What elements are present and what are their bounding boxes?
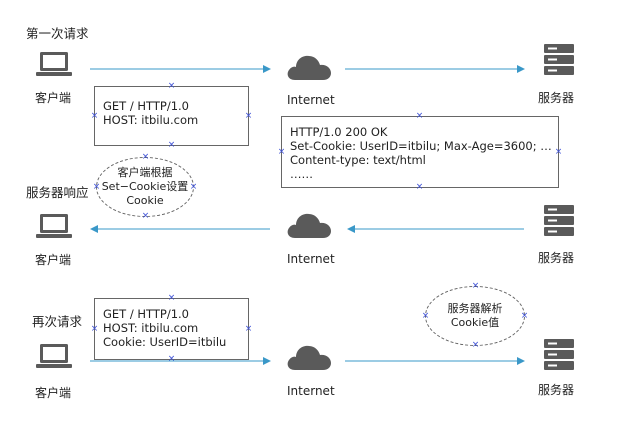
server-note-line: 服务器解析 [447,302,503,315]
response-line: Content-type: text/html [290,153,426,167]
server-label: 服务器 [538,383,575,397]
request-line: HOST: itbilu.com [103,321,199,335]
request-line: GET / HTTP/1.0 [103,307,189,321]
selection-handle: × [167,293,176,303]
request-box-3: GET / HTTP/1.0 HOST: itbilu.com Cookie: … [94,298,249,360]
response-line: Set-Cookie: UserID=itbilu; Max-Age=3600;… [290,139,552,153]
selection-handle: × [471,281,480,291]
selection-handle: × [141,152,150,162]
request-box-1: GET / HTTP/1.0 HOST: itbilu.com [94,86,249,146]
server-note-oval: 服务器解析 Cookie值 [425,286,525,346]
selection-handle: × [277,147,286,157]
internet-label: Internet [287,252,335,266]
client-note-line: Set−Cookie设置 [101,180,189,193]
selection-handle: × [244,111,253,121]
section3-title: 再次请求 [32,314,83,329]
selection-handle: × [415,182,424,192]
server-icon [544,205,574,236]
laptop-icon [36,52,72,76]
selection-handle: × [415,111,424,121]
server-note-line: Cookie值 [450,316,500,329]
selection-handle: × [471,340,480,350]
response-line: …… [290,167,313,181]
section1-title: 第一次请求 [26,26,89,41]
selection-handle: × [90,111,99,121]
selection-handle: × [167,140,176,150]
response-box: HTTP/1.0 200 OK Set-Cookie: UserID=itbil… [281,116,559,188]
selection-handle: × [141,211,150,221]
selection-handle: × [421,311,430,321]
laptop-icon [36,344,72,368]
request-line: GET / HTTP/1.0 [103,99,189,113]
cloud-icon [287,345,331,370]
cloud-icon [287,55,331,80]
client-note-line: Cookie [126,194,164,207]
selection-handle: × [167,81,176,91]
client-label: 客户端 [35,386,72,400]
server-label: 服务器 [538,251,575,265]
client-label: 客户端 [35,253,72,267]
cloud-icon [287,213,331,238]
server-icon [544,339,574,370]
selection-handle: × [554,147,563,157]
client-note-line: 客户端根据 [117,166,173,179]
request-line: Cookie: UserID=itbilu [103,335,227,349]
selection-handle: × [520,311,529,321]
client-label: 客户端 [35,91,72,105]
selection-handle: × [90,324,99,334]
selection-handle: × [92,182,101,192]
selection-handle: × [189,182,198,192]
internet-label: Internet [287,93,335,107]
client-note-oval: 客户端根据 Set−Cookie设置 Cookie [96,157,194,217]
response-line: HTTP/1.0 200 OK [290,125,388,139]
selection-handle: × [167,354,176,364]
server-label: 服务器 [538,91,575,105]
server-icon [544,44,574,75]
internet-label: Internet [287,384,335,398]
laptop-icon [36,214,72,238]
section2-title: 服务器响应 [26,185,89,200]
request-line: HOST: itbilu.com [103,113,199,127]
selection-handle: × [244,324,253,334]
